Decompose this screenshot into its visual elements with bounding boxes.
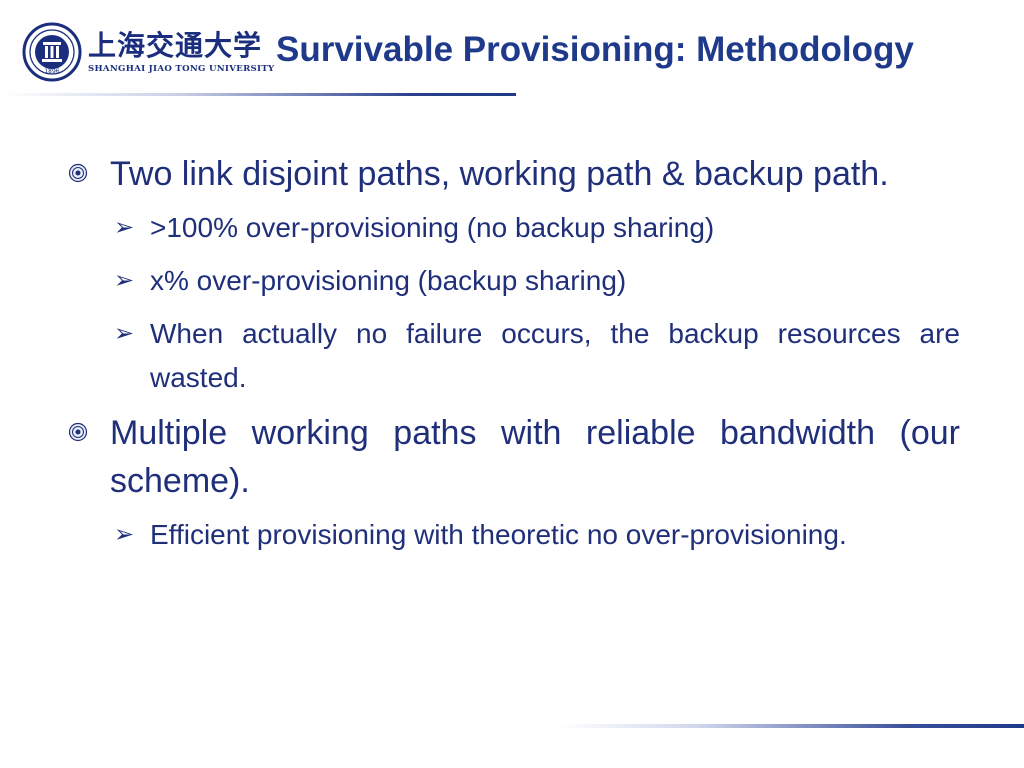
title-divider xyxy=(0,93,516,96)
round-bullet-icon xyxy=(68,422,88,442)
logo-chinese-name: 上海交通大学 xyxy=(88,29,263,62)
university-logo: 1896 上海交通大学 SHANGHAI JIAO TONG UNIVERSIT… xyxy=(22,20,274,82)
bullet-item: Two link disjoint paths, working path & … xyxy=(68,150,960,198)
seal-year: 1896 xyxy=(44,68,59,75)
arrow-bullet-icon: ➢ xyxy=(114,214,135,241)
arrow-bullet-icon: ➢ xyxy=(114,267,135,294)
arrow-bullet-icon: ➢ xyxy=(114,320,135,347)
bullet-text: Multiple working paths with reliable ban… xyxy=(110,414,960,500)
sublist: ➢ >100% over-provisioning (no backup sha… xyxy=(110,206,960,400)
sub-bullet-item: ➢ When actually no failure occurs, the b… xyxy=(110,312,960,400)
slide-title: Survivable Provisioning: Methodology xyxy=(276,30,914,69)
slide-content: Two link disjoint paths, working path & … xyxy=(68,150,960,566)
sub-bullet-text: When actually no failure occurs, the bac… xyxy=(150,318,960,393)
sub-bullet-text: >100% over-provisioning (no backup shari… xyxy=(150,212,715,243)
university-seal-icon: 1896 xyxy=(22,22,82,82)
logo-english-name: SHANGHAI JIAO TONG UNIVERSITY xyxy=(88,64,275,74)
sub-bullet-item: ➢ x% over-provisioning (backup sharing) xyxy=(110,259,960,303)
round-bullet-icon xyxy=(68,163,88,183)
sub-bullet-item: ➢ Efficient provisioning with theoretic … xyxy=(110,513,960,557)
sub-bullet-text: x% over-provisioning (backup sharing) xyxy=(150,265,627,296)
bullet-item: Multiple working paths with reliable ban… xyxy=(68,409,960,505)
bullet-text: Two link disjoint paths, working path & … xyxy=(110,155,889,193)
sub-bullet-item: ➢ >100% over-provisioning (no backup sha… xyxy=(110,206,960,250)
sub-bullet-text: Efficient provisioning with theoretic no… xyxy=(150,519,847,550)
sublist: ➢ Efficient provisioning with theoretic … xyxy=(110,513,960,557)
footer-divider xyxy=(560,724,1024,728)
arrow-bullet-icon: ➢ xyxy=(114,521,135,548)
